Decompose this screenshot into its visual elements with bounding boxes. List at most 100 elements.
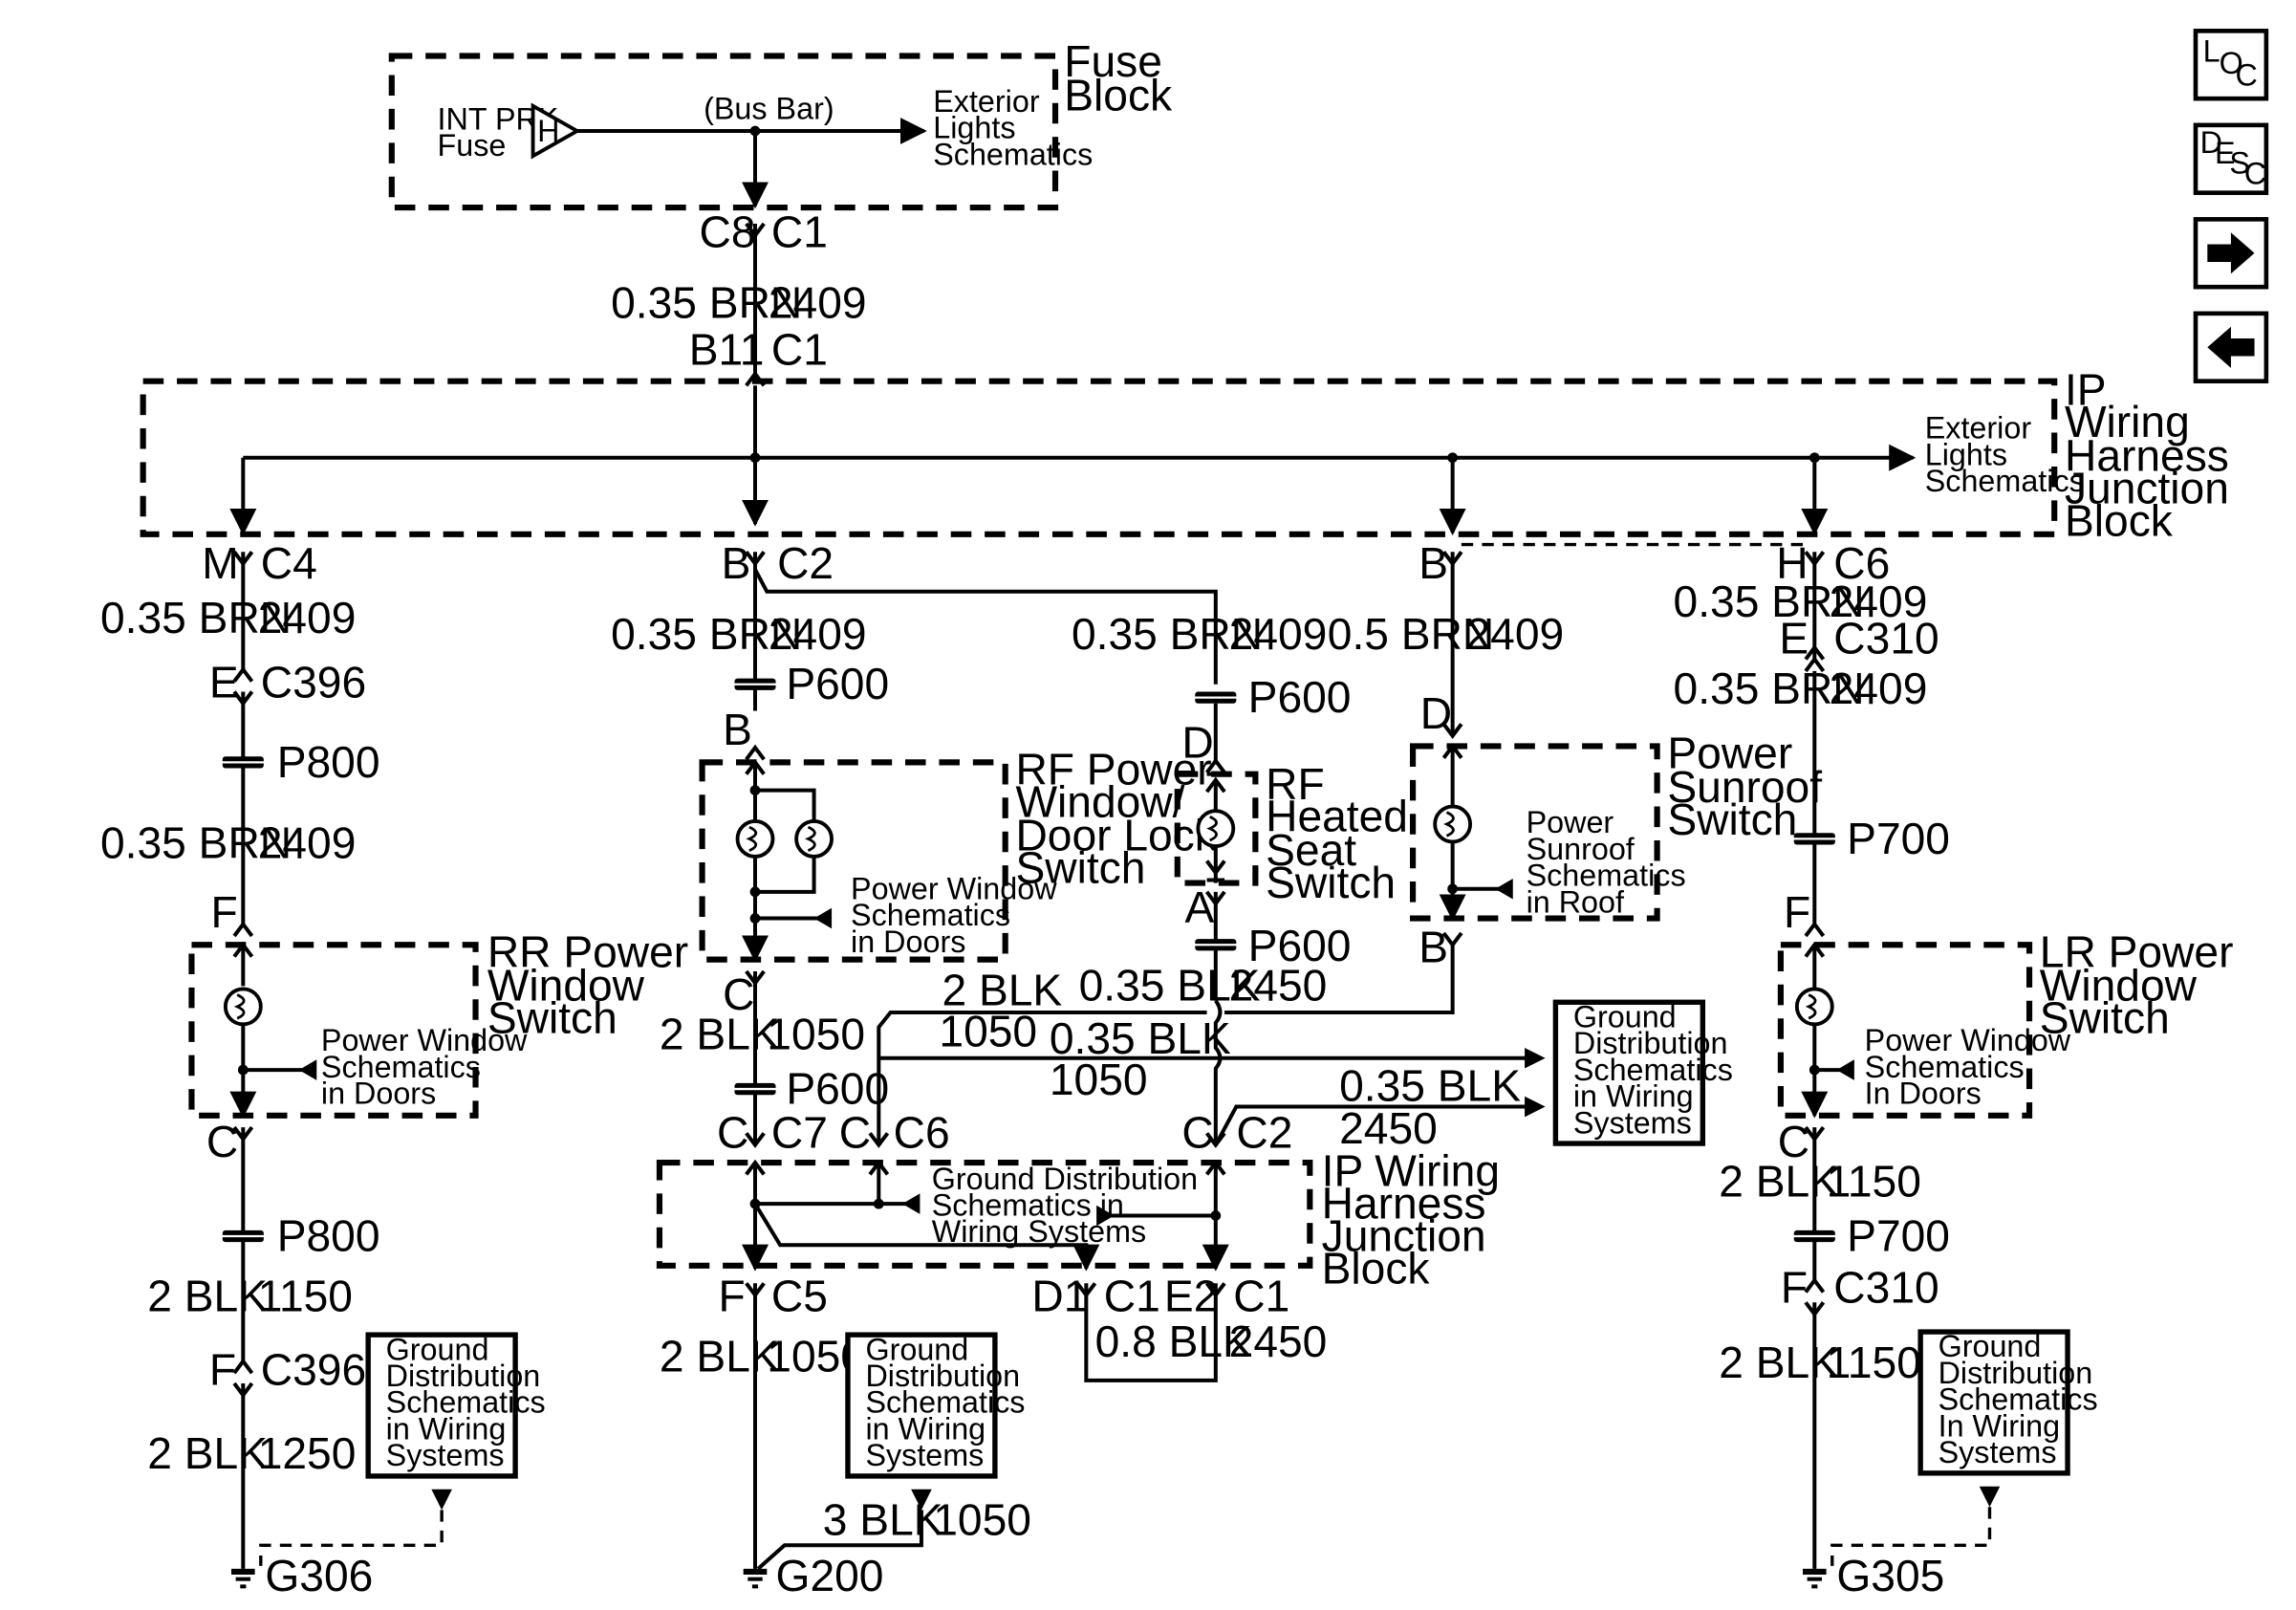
pin-b11: B11 <box>689 325 765 375</box>
lr-conn-c310b: C310 <box>1833 1262 1939 1312</box>
desc-letter-e: E <box>2215 136 2236 170</box>
sunroof-pin-b2: B <box>1419 923 1448 972</box>
lr-wire2: 0.35 BRN <box>1674 664 1865 713</box>
lr-pin-c: C <box>1778 1117 1809 1166</box>
rf-switch-title-3: Door Lock <box>1015 811 1217 860</box>
desc-letter-s: S <box>2229 146 2250 181</box>
ip-block-title-3: Harness <box>2065 431 2229 481</box>
rr-ground-label: G306 <box>265 1551 373 1600</box>
rr-gd-2: Distribution <box>386 1359 541 1393</box>
cross-w1-circ: 1050 <box>939 1006 1037 1055</box>
sunroof-lamp-icon <box>1433 804 1473 844</box>
cross-w2-size: 0.35 BLK <box>1050 1013 1231 1063</box>
ip-bottom-title-4: Block <box>1322 1243 1431 1293</box>
seat-pin-d: D <box>1181 718 1213 768</box>
rf-switch-title-2: Window/ <box>1015 776 1184 826</box>
rf-pin-c2: C <box>717 1108 748 1158</box>
seat-pin-c: C <box>1181 1108 1213 1158</box>
fuse-block-title-2: Block <box>1064 70 1173 120</box>
seat-switch-title-1: RF <box>1266 759 1325 809</box>
branch-sunroof: B 0.5 BRN 2409 D Power Sunroof Switch Po… <box>1328 538 1822 972</box>
seat-wire3: 0.8 BLK <box>1095 1316 1252 1366</box>
cross-gd-2: Distribution <box>1573 1026 1728 1060</box>
rf-wire4: 3 BLK <box>823 1494 943 1544</box>
cross-w2-circ: 1050 <box>1050 1055 1148 1104</box>
seat-wire1: 0.35 BRN <box>1072 609 1263 659</box>
cross-gd-5: Systems <box>1573 1105 1692 1140</box>
branch-rf-heated-seat: 0.35 BRN 2409 P600 D RF Heated Seat Swit… <box>753 568 1408 1382</box>
rf-circ4: 1050 <box>933 1494 1031 1544</box>
seat-conn-c1a: C1 <box>1104 1272 1160 1321</box>
seat-switch-title-3: Seat <box>1266 825 1356 875</box>
lr-conn-c6: C6 <box>1833 538 1890 588</box>
sunroof-switch-title-1: Power <box>1667 729 1792 778</box>
rr-lamp-icon <box>223 987 263 1027</box>
cross-gd-1: Ground <box>1573 999 1677 1033</box>
fuse-name-2: Fuse <box>438 128 507 163</box>
ip-bottom-gd-1: Ground Distribution <box>932 1162 1198 1196</box>
rr-pin-e: E <box>209 658 239 707</box>
rf-p600a: P600 <box>786 659 889 708</box>
rf-gd-2: Distribution <box>865 1359 1020 1393</box>
rf-conn-c2: C2 <box>777 538 834 588</box>
seat-switch-title-4: Switch <box>1266 858 1396 907</box>
fuse-icon <box>531 102 581 160</box>
ip-bottom-gd-3: Wiring Systems <box>932 1214 1146 1249</box>
rr-gd-5: Systems <box>386 1438 505 1472</box>
rf-pin-c3: C <box>839 1108 871 1158</box>
crossing-ground-wires: 2 BLK 1050 0.35 BLK 1050 0.35 BLK 2450 G… <box>868 945 1733 1153</box>
rf-conn-c5: C5 <box>771 1272 828 1321</box>
lr-pin-f: F <box>1784 887 1810 937</box>
rr-conn-c396a: C396 <box>261 658 366 707</box>
next-button[interactable] <box>2193 217 2269 290</box>
ext-lights-ref-2: Lights <box>933 111 1015 145</box>
rf-wire1: 0.35 BRN <box>611 609 802 659</box>
rr-gd-4: in Wiring <box>386 1411 507 1446</box>
sunroof-pin-d: D <box>1420 688 1452 738</box>
rr-circ3: 1150 <box>258 1272 353 1321</box>
loc-button[interactable]: L O C <box>2193 29 2269 101</box>
ip-ext-lights-2: Lights <box>1925 437 2007 471</box>
conn-c1-ip: C1 <box>771 325 828 375</box>
ip-block-title-1: IP <box>2065 364 2107 414</box>
rr-wire2: 0.35 BRN <box>100 817 292 867</box>
rf-schem-2: Schematics <box>851 898 1010 932</box>
rf-schem-3: in Doors <box>851 925 965 959</box>
rr-switch-title-3: Switch <box>487 993 617 1043</box>
rr-pin-m: M <box>202 538 238 588</box>
cross-w3-size: 0.35 BLK <box>1339 1060 1521 1110</box>
rr-wire1: 0.35 BRN <box>100 593 292 642</box>
ground-g200-icon <box>743 1568 768 1589</box>
prev-button[interactable] <box>2193 311 2269 383</box>
lr-circ3: 1150 <box>1827 1156 1921 1206</box>
sunroof-pin-b: B <box>1419 538 1448 588</box>
seat-conn-c1b: C1 <box>1233 1272 1289 1321</box>
cross-gd-4: in Wiring <box>1573 1079 1694 1114</box>
lr-circ4: 1150 <box>1827 1338 1921 1387</box>
rf-gd-4: in Wiring <box>865 1411 986 1446</box>
arrow-right-icon <box>2207 232 2255 274</box>
lr-switch-title-3: Switch <box>2040 993 2170 1043</box>
rr-schem-2: Schematics <box>321 1050 481 1084</box>
lr-wire4: 2 BLK <box>1719 1338 1839 1387</box>
lr-gd-2: Distribution <box>1939 1356 2093 1390</box>
rf-conn-c6: C6 <box>894 1108 950 1158</box>
seat-pin-e2: E2 <box>1164 1272 1218 1321</box>
ip-block-title-2: Wiring <box>2065 397 2190 446</box>
fuse-letter: H <box>537 114 559 148</box>
wire-size-top: 0.35 BRN <box>611 277 802 327</box>
lr-switch-title-1: LR Power <box>2040 926 2234 976</box>
rf-wire2: 2 BLK <box>660 1010 780 1059</box>
rf-pin-c: C <box>723 969 754 1019</box>
pin-c8: C8 <box>700 207 756 257</box>
conn-c1-top: C1 <box>771 207 828 257</box>
lr-circ2: 2409 <box>1830 664 1928 713</box>
desc-button[interactable]: D E S C <box>2193 122 2269 195</box>
rr-pin-f2: F <box>209 1344 236 1394</box>
sunroof-switch-title-2: Sunroof <box>1667 762 1822 812</box>
circuit-top: 2409 <box>769 277 867 327</box>
ip-bottom-title-3: Junction <box>1322 1210 1486 1260</box>
rf-gd-1: Ground <box>865 1332 968 1366</box>
sunroof-schem-1: Power <box>1527 805 1614 839</box>
ext-lights-ref-3: Schematics <box>933 137 1093 171</box>
